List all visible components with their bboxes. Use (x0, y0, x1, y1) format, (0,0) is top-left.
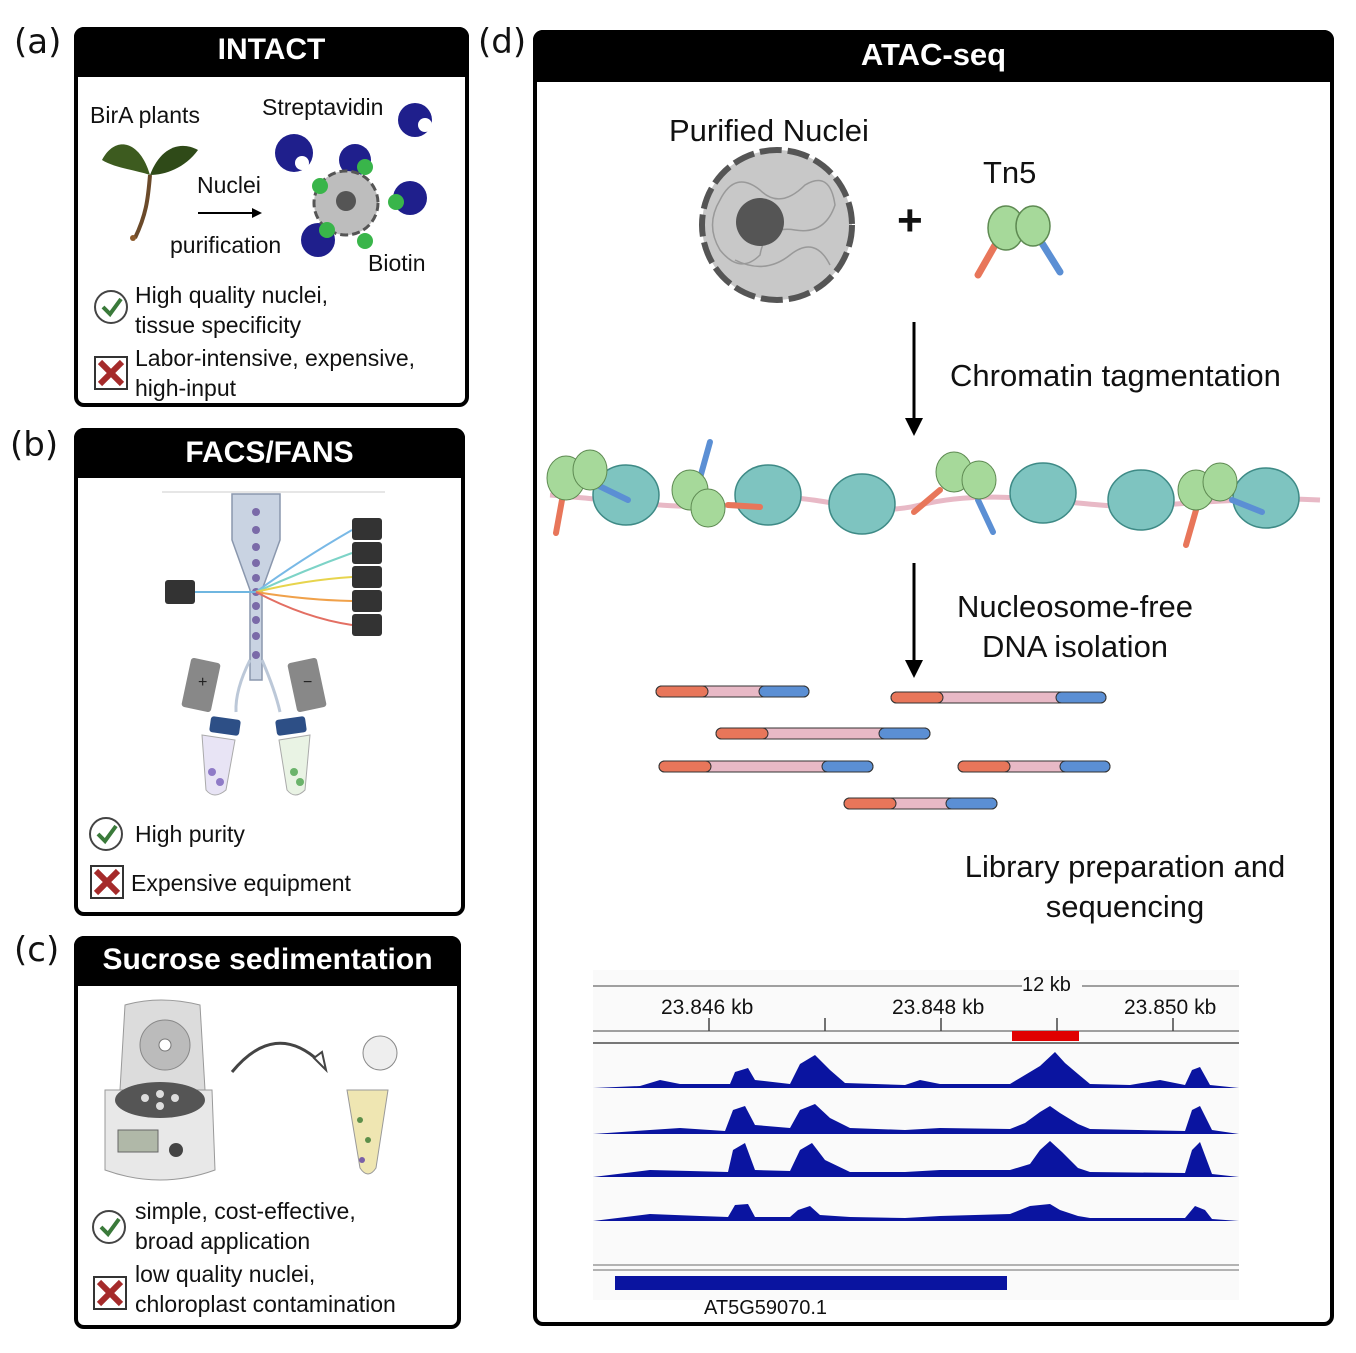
electrode-minus-label: − (303, 674, 313, 691)
tn5-label: Tn5 (983, 155, 1037, 190)
browser-tick-1: 23.846 kb (661, 996, 754, 1019)
purification-label: purification (170, 232, 282, 258)
step-nucleosome-free-line1: Nucleosome-free (956, 589, 1194, 624)
panel-letter-d: (d) (478, 22, 527, 62)
panel-letter-c: (c) (14, 930, 60, 970)
intact-con-line1: Labor-intensive, expensive, (135, 345, 415, 371)
intact-pro-line2: tissue specificity (135, 312, 302, 338)
streptavidin-label: Streptavidin (262, 94, 384, 120)
browser-tick-2: 23.848 kb (892, 996, 985, 1019)
panel-facs: FACS/FANS (74, 428, 465, 916)
sucrose-pro-line1: simple, cost-effective, (135, 1198, 356, 1224)
birA-plants-label: BirA plants (90, 102, 200, 128)
gene-name-label: AT5G59070.1 (704, 1297, 828, 1319)
step-nucleosome-free-line2: DNA isolation (981, 629, 1169, 664)
panel-facs-header: FACS/FANS (74, 428, 465, 478)
panel-letter-b: (b) (10, 425, 59, 465)
panel-sucrose-header: Sucrose sedimentation (74, 936, 461, 986)
electrode-plus-label: + (198, 674, 208, 691)
sucrose-con-line2: chloroplast contamination (135, 1291, 396, 1317)
browser-span-label: 12 kb (1022, 974, 1071, 996)
panel-letter-a: (a) (14, 22, 62, 62)
purified-nuclei-label: Purified Nuclei (669, 113, 869, 148)
nuclei-label: Nuclei (197, 172, 261, 198)
browser-tick-3: 23.850 kb (1124, 996, 1217, 1019)
step-library-line1: Library preparation and (964, 849, 1286, 884)
step-chromatin-tagmentation: Chromatin tagmentation (950, 358, 1281, 393)
panel-intact-header: INTACT (74, 27, 469, 77)
facs-pro-line1: High purity (135, 821, 245, 847)
sucrose-pro-line2: broad application (135, 1228, 311, 1254)
biotin-label: Biotin (368, 250, 426, 276)
panel-atac: ATAC-seq (533, 30, 1334, 1326)
facs-con-line1: Expensive equipment (131, 870, 351, 896)
intact-pro-line1: High quality nuclei, (135, 282, 329, 308)
panel-atac-header: ATAC-seq (533, 30, 1334, 82)
plus-sign: + (897, 196, 923, 245)
sucrose-con-line1: low quality nuclei, (135, 1261, 316, 1287)
intact-con-line2: high-input (135, 375, 237, 401)
step-library-line2: sequencing (1045, 889, 1205, 924)
